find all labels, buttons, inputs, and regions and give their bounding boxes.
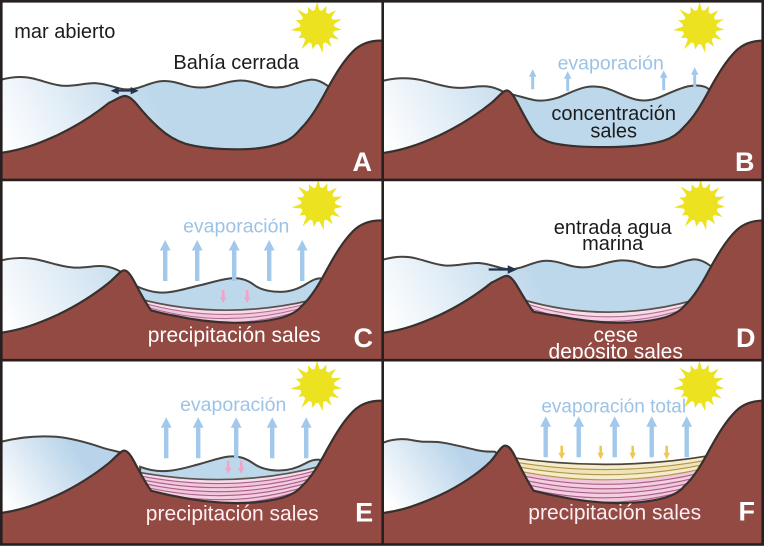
svg-text:concentración: concentración — [551, 103, 676, 125]
svg-text:F: F — [738, 496, 755, 526]
svg-text:precipitación sales: precipitación sales — [148, 324, 321, 347]
svg-text:sales: sales — [590, 121, 637, 143]
svg-text:mar abierto: mar abierto — [14, 21, 115, 43]
svg-text:evaporación total: evaporación total — [541, 396, 686, 417]
svg-text:Bahía cerrada: Bahía cerrada — [173, 52, 300, 74]
svg-text:C: C — [353, 323, 373, 353]
svg-text:evaporación: evaporación — [183, 216, 289, 238]
svg-text:D: D — [736, 323, 756, 353]
svg-text:E: E — [355, 497, 373, 527]
svg-text:entrada agua: entrada agua — [554, 217, 673, 239]
svg-text:evaporación: evaporación — [180, 394, 286, 416]
svg-text:precipitación sales: precipitación sales — [146, 502, 319, 525]
svg-text:depósito sales: depósito sales — [549, 341, 683, 364]
svg-text:cese: cese — [594, 324, 638, 347]
svg-text:precipitación sales: precipitación sales — [528, 501, 701, 524]
svg-text:B: B — [735, 147, 755, 177]
svg-text:A: A — [352, 147, 372, 177]
svg-text:marina: marina — [582, 233, 644, 255]
svg-text:evaporación: evaporación — [558, 53, 664, 75]
